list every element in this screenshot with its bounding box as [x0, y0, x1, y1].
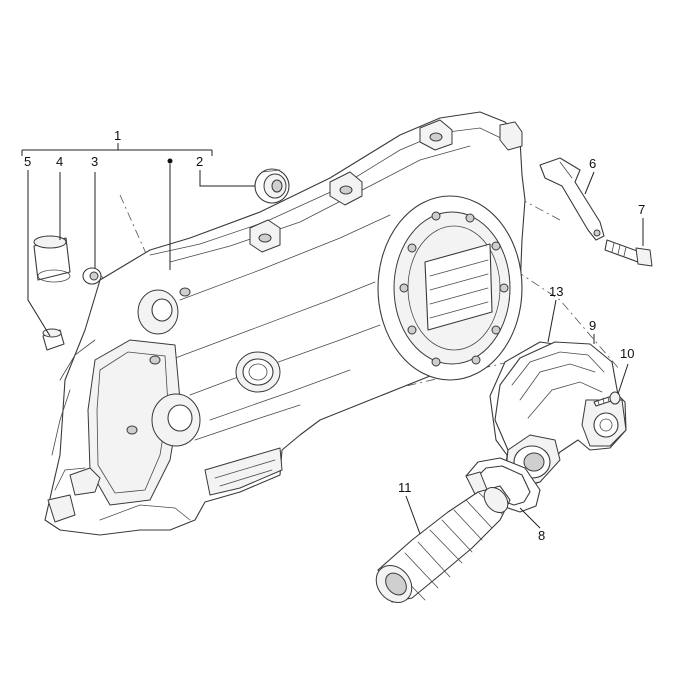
centre-plug — [235, 351, 281, 393]
clutch-cover-dome — [377, 195, 523, 381]
callout-4: 4 — [56, 154, 63, 169]
part-screw — [593, 391, 621, 407]
transmission-cover — [44, 111, 526, 536]
part-bolt — [604, 239, 653, 267]
part-bracket — [539, 157, 605, 241]
callout-10: 10 — [620, 346, 634, 361]
part-bearing — [254, 168, 290, 204]
callout-11: 11 — [398, 480, 412, 495]
callout-8: 8 — [538, 528, 545, 543]
callout-6: 6 — [589, 156, 596, 171]
callout-3: 3 — [91, 154, 98, 169]
part-hose-clamp — [465, 457, 541, 513]
callout-13: 13 — [549, 284, 563, 299]
part-dowel-pin — [42, 328, 65, 351]
callout-labels: 1 2 3 4 5 6 7 8 9 10 11 13 — [24, 128, 645, 543]
callout-2: 2 — [196, 154, 203, 169]
callout-5: 5 — [24, 154, 31, 169]
callout-dot — [167, 158, 173, 164]
leader-lines — [21, 143, 644, 535]
mounting-boss-top — [249, 119, 523, 253]
pulley-boss-lower — [151, 393, 201, 447]
callout-7: 7 — [638, 202, 645, 217]
part-small-bushing — [82, 267, 102, 285]
callout-9: 9 — [589, 318, 596, 333]
part-bellows-duct — [375, 485, 511, 603]
part-bushing — [33, 235, 71, 283]
callout-1: 1 — [114, 128, 121, 143]
bearing-boss-left — [137, 289, 179, 335]
